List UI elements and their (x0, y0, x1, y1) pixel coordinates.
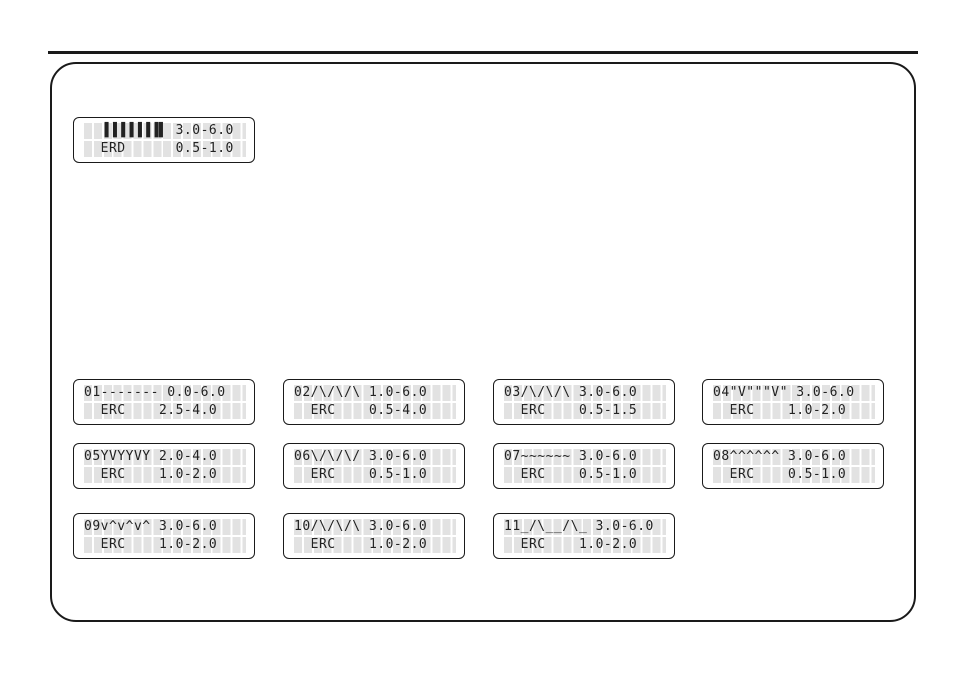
lcd-preset-11: 11_/\__/\_ 3.0-6.0 ERC 1.0-2.0 (493, 513, 675, 559)
lcd-preset-09: 09v^v^v^ 3.0-6.0 ERC 1.0-2.0 (73, 513, 255, 559)
lcd-line-1: 07~~~~~~ 3.0-6.0 (504, 449, 666, 465)
lcd-preset-10: 10/\/\/\ 3.0-6.0 ERC 1.0-2.0 (283, 513, 465, 559)
lcd-line-2: ERC 1.0-2.0 (84, 537, 246, 553)
lcd-line-2: ERC 1.0-2.0 (504, 537, 666, 553)
lcd-current-setting: ▐▐▐▐▐▐▐▌ 3.0-6.0 ERD 0.5-1.0 (73, 117, 255, 163)
lcd-line-1: 06\/\/\/ 3.0-6.0 (294, 449, 456, 465)
lcd-line-1: 10/\/\/\ 3.0-6.0 (294, 519, 456, 535)
lcd-preset-03: 03/\/\/\ 3.0-6.0 ERC 0.5-1.5 (493, 379, 675, 425)
lcd-preset-02: 02/\/\/\ 1.0-6.0 ERC 0.5-4.0 (283, 379, 465, 425)
top-rule (48, 51, 918, 54)
lcd-line-2: ERC 0.5-4.0 (294, 403, 456, 419)
lcd-preset-06: 06\/\/\/ 3.0-6.0 ERC 0.5-1.0 (283, 443, 465, 489)
lcd-line-1: 03/\/\/\ 3.0-6.0 (504, 385, 666, 401)
diagram-frame (50, 62, 916, 622)
lcd-line-2: ERC 0.5-1.5 (504, 403, 666, 419)
lcd-line-2: ERC 1.0-2.0 (713, 403, 875, 419)
lcd-preset-04: 04"V"""V" 3.0-6.0 ERC 1.0-2.0 (702, 379, 884, 425)
lcd-line-1: 01------- 0.0-6.0 (84, 385, 246, 401)
lcd-line-1: 02/\/\/\ 1.0-6.0 (294, 385, 456, 401)
lcd-preset-01: 01------- 0.0-6.0 ERC 2.5-4.0 (73, 379, 255, 425)
lcd-preset-07: 07~~~~~~ 3.0-6.0 ERC 0.5-1.0 (493, 443, 675, 489)
lcd-line-2: ERC 1.0-2.0 (294, 537, 456, 553)
lcd-line-2: ERC 2.5-4.0 (84, 403, 246, 419)
lcd-line-1: 08^^^^^^ 3.0-6.0 (713, 449, 875, 465)
lcd-line-2: ERC 0.5-1.0 (294, 467, 456, 483)
lcd-line-1: 11_/\__/\_ 3.0-6.0 (504, 519, 666, 535)
lcd-line-1: ▐▐▐▐▐▐▐▌ 3.0-6.0 (84, 123, 246, 139)
lcd-line-2: ERC 0.5-1.0 (713, 467, 875, 483)
lcd-line-2: ERC 1.0-2.0 (84, 467, 246, 483)
lcd-line-1: 05YVYYVY 2.0-4.0 (84, 449, 246, 465)
lcd-line-2: ERC 0.5-1.0 (504, 467, 666, 483)
lcd-line-1: 09v^v^v^ 3.0-6.0 (84, 519, 246, 535)
lcd-preset-05: 05YVYYVY 2.0-4.0 ERC 1.0-2.0 (73, 443, 255, 489)
lcd-line-1: 04"V"""V" 3.0-6.0 (713, 385, 875, 401)
lcd-preset-08: 08^^^^^^ 3.0-6.0 ERC 0.5-1.0 (702, 443, 884, 489)
lcd-line-2: ERD 0.5-1.0 (84, 141, 246, 157)
